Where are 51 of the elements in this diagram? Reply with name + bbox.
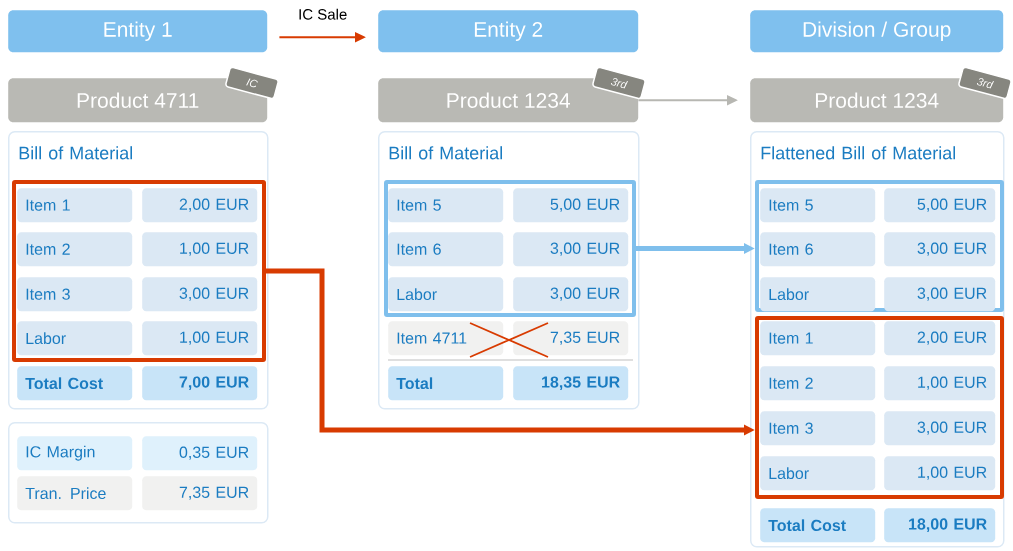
table-cell: 18,35 EUR <box>513 366 629 401</box>
table-cell: 1,00 EUR <box>884 456 996 491</box>
highlight-frame <box>755 316 1004 499</box>
table-cell: Item 1 <box>760 321 876 356</box>
table-cell: 7,35 EUR <box>513 321 629 356</box>
table-cell: Labor <box>17 321 133 356</box>
tag: 3rd <box>958 66 1012 100</box>
table-cell: 3,00 EUR <box>884 411 996 446</box>
table-cell: 3,00 EUR <box>513 232 629 267</box>
table-cell: Item 3 <box>17 277 133 312</box>
table-cell: Labor <box>760 277 876 312</box>
table-cell: 0,35 EUR <box>142 436 258 471</box>
table-cell: 1,00 EUR <box>884 366 996 401</box>
header-box: Entity 2 <box>378 10 639 53</box>
table-cell: 18,00 EUR <box>884 508 996 543</box>
table-cell: Item 1 <box>17 188 133 223</box>
table-cell: 3,00 EUR <box>884 232 996 267</box>
table-cell: Item 3 <box>760 411 876 446</box>
table-cell: 3,00 EUR <box>142 277 258 312</box>
table-cell: Item 2 <box>760 366 876 401</box>
table-cell: Item 4711 <box>388 321 504 356</box>
table-cell: Labor <box>760 456 876 491</box>
highlight-frame <box>12 180 266 362</box>
highlight-frame <box>755 180 1004 312</box>
table-cell: Total Cost <box>17 366 133 401</box>
table-cell: Labor <box>388 277 504 312</box>
tag: IC <box>225 66 279 100</box>
table-cell: Item 5 <box>388 188 504 223</box>
table-cell: 3,00 EUR <box>884 277 996 312</box>
table-cell: IC Margin <box>17 436 133 471</box>
tag: 3rd <box>592 66 646 100</box>
table-cell: 2,00 EUR <box>884 321 996 356</box>
edge-label: IC Sale <box>299 8 347 20</box>
table-cell: 1,00 EUR <box>142 321 258 356</box>
table-cell: Tran. Price <box>17 476 133 511</box>
table-cell: Item 6 <box>760 232 876 267</box>
highlight-frame <box>384 180 636 317</box>
table-cell: 5,00 EUR <box>513 188 629 223</box>
table-cell: Total Cost <box>760 508 876 543</box>
header-box: Entity 1 <box>8 10 268 53</box>
table-cell: Total <box>388 366 504 401</box>
table-cell: 1,00 EUR <box>142 232 258 267</box>
table-cell: 2,00 EUR <box>142 188 258 223</box>
table-cell: Item 5 <box>760 188 876 223</box>
table-cell: 3,00 EUR <box>513 277 629 312</box>
table-cell: 7,00 EUR <box>142 366 258 401</box>
table-cell: Item 6 <box>388 232 504 267</box>
table-cell: 7,35 EUR <box>142 476 258 511</box>
header-box: Division / Group <box>750 10 1004 53</box>
table-cell: 5,00 EUR <box>884 188 996 223</box>
table-cell: Item 2 <box>17 232 133 267</box>
